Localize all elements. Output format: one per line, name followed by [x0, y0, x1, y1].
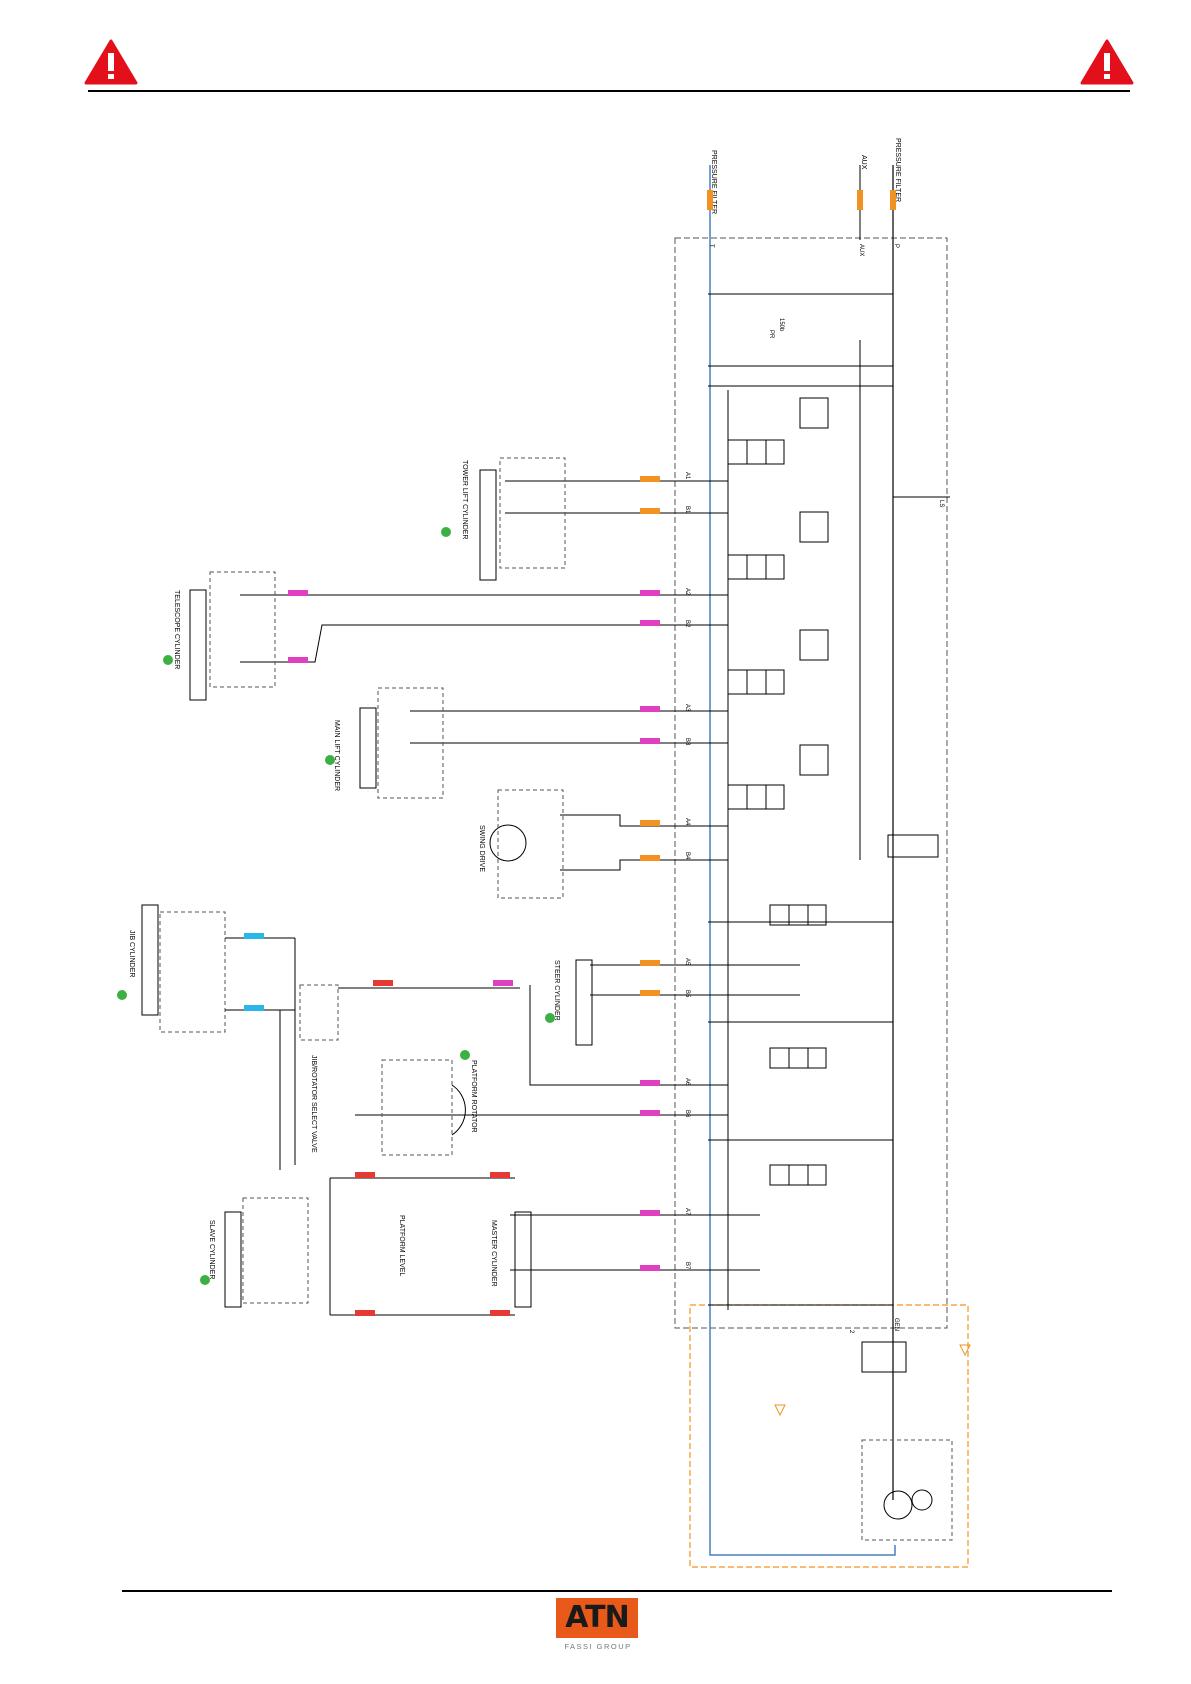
label-aux: AUX [860, 155, 867, 170]
label-swing-drive: SWING DRIVE [478, 825, 485, 872]
platform-rotator [381, 1059, 466, 1156]
valve-section-7 [510, 1164, 827, 1271]
valve-section-5 [590, 904, 827, 996]
group-warning-icon [959, 1344, 971, 1357]
label-pressure-filter-1: PRESSURE FILTER [710, 150, 717, 214]
port-a3: A3 [684, 704, 690, 712]
label-pr: PR [768, 330, 774, 339]
jib-rotator-select-valve [279, 938, 520, 1170]
platform-level-lines [329, 1177, 515, 1316]
pump-motor [861, 1341, 953, 1541]
label-platform-level: PLATFORM LEVEL [398, 1215, 405, 1276]
warning-icon-right [1080, 39, 1134, 85]
label-jib-rotator: JIB/ROTATOR SELECT VALVE [310, 1055, 317, 1153]
label-ls: LS [938, 500, 944, 507]
label-p: P [893, 244, 899, 248]
port-a5: A5 [684, 958, 690, 966]
port-b5: B5 [684, 990, 690, 998]
main-lift-cylinder [359, 687, 444, 799]
label-aux-port: AUX [858, 244, 864, 256]
label-slave-cylinder: SLAVE CYLINDER [208, 1220, 215, 1279]
port-b6: B6 [684, 1110, 690, 1118]
tower-lift-cylinder [479, 457, 566, 581]
valve-section-6 [355, 985, 827, 1116]
valve-section-4 [560, 744, 939, 871]
port-b7: B7 [684, 1262, 690, 1270]
label-platform-rotator: PLATFORM ROTATOR [470, 1060, 477, 1133]
port-a7: A7 [684, 1208, 690, 1216]
label-steer-cylinder: STEER CYLINDER [553, 960, 560, 1021]
valve-block-border [674, 237, 948, 1329]
port-a4: A4 [684, 818, 690, 826]
label-jib-cylinder: JIB CYLINDER [128, 930, 135, 977]
valve-section-1 [505, 397, 950, 514]
label-gen: GEN [893, 1318, 899, 1331]
port-a2: A2 [684, 588, 690, 596]
steer-cylinder [575, 959, 593, 1046]
pump-group-border [689, 1304, 969, 1568]
swing-drive [489, 789, 564, 899]
label-2: 2 [848, 1330, 854, 1334]
footer-rule [122, 1590, 1112, 1592]
label-main-lift: MAIN LIFT CYLINDER [333, 720, 340, 791]
port-a1: A1 [684, 472, 690, 480]
hose-tags [244, 190, 896, 1316]
label-tower-lift: TOWER LIFT CYLINDER [461, 460, 468, 539]
actuator-icons [117, 527, 555, 1285]
jib-cylinder [141, 904, 295, 1033]
warning-icon-left [84, 39, 138, 85]
pump-warning-icon [774, 1404, 786, 1417]
logo-text: ATN [565, 1600, 629, 1635]
logo-subtext: FASSI GROUP [564, 1642, 632, 1651]
port-b2: B2 [684, 620, 690, 628]
port-b4: B4 [684, 852, 690, 860]
label-150b: 150b [778, 318, 784, 332]
valve-section-2 [240, 511, 829, 663]
port-b1: B1 [684, 506, 690, 514]
label-pressure-filter-2: PRESSURE FILTER [894, 138, 901, 202]
label-master-cylinder: MASTER CYLINDER [490, 1220, 497, 1287]
slave-cylinder [224, 1197, 309, 1308]
label-t: T [708, 244, 714, 248]
label-telescope: TELESCOPE CYLINDER [173, 590, 180, 669]
valve-section-3 [410, 629, 829, 744]
port-b3: B3 [684, 738, 690, 746]
telescope-cylinder [189, 571, 276, 701]
master-cylinder [514, 1211, 532, 1308]
atn-logo: ATN [556, 1598, 638, 1638]
header-rule [88, 90, 1130, 92]
port-a6: A6 [684, 1078, 690, 1086]
return-line [709, 165, 896, 1556]
